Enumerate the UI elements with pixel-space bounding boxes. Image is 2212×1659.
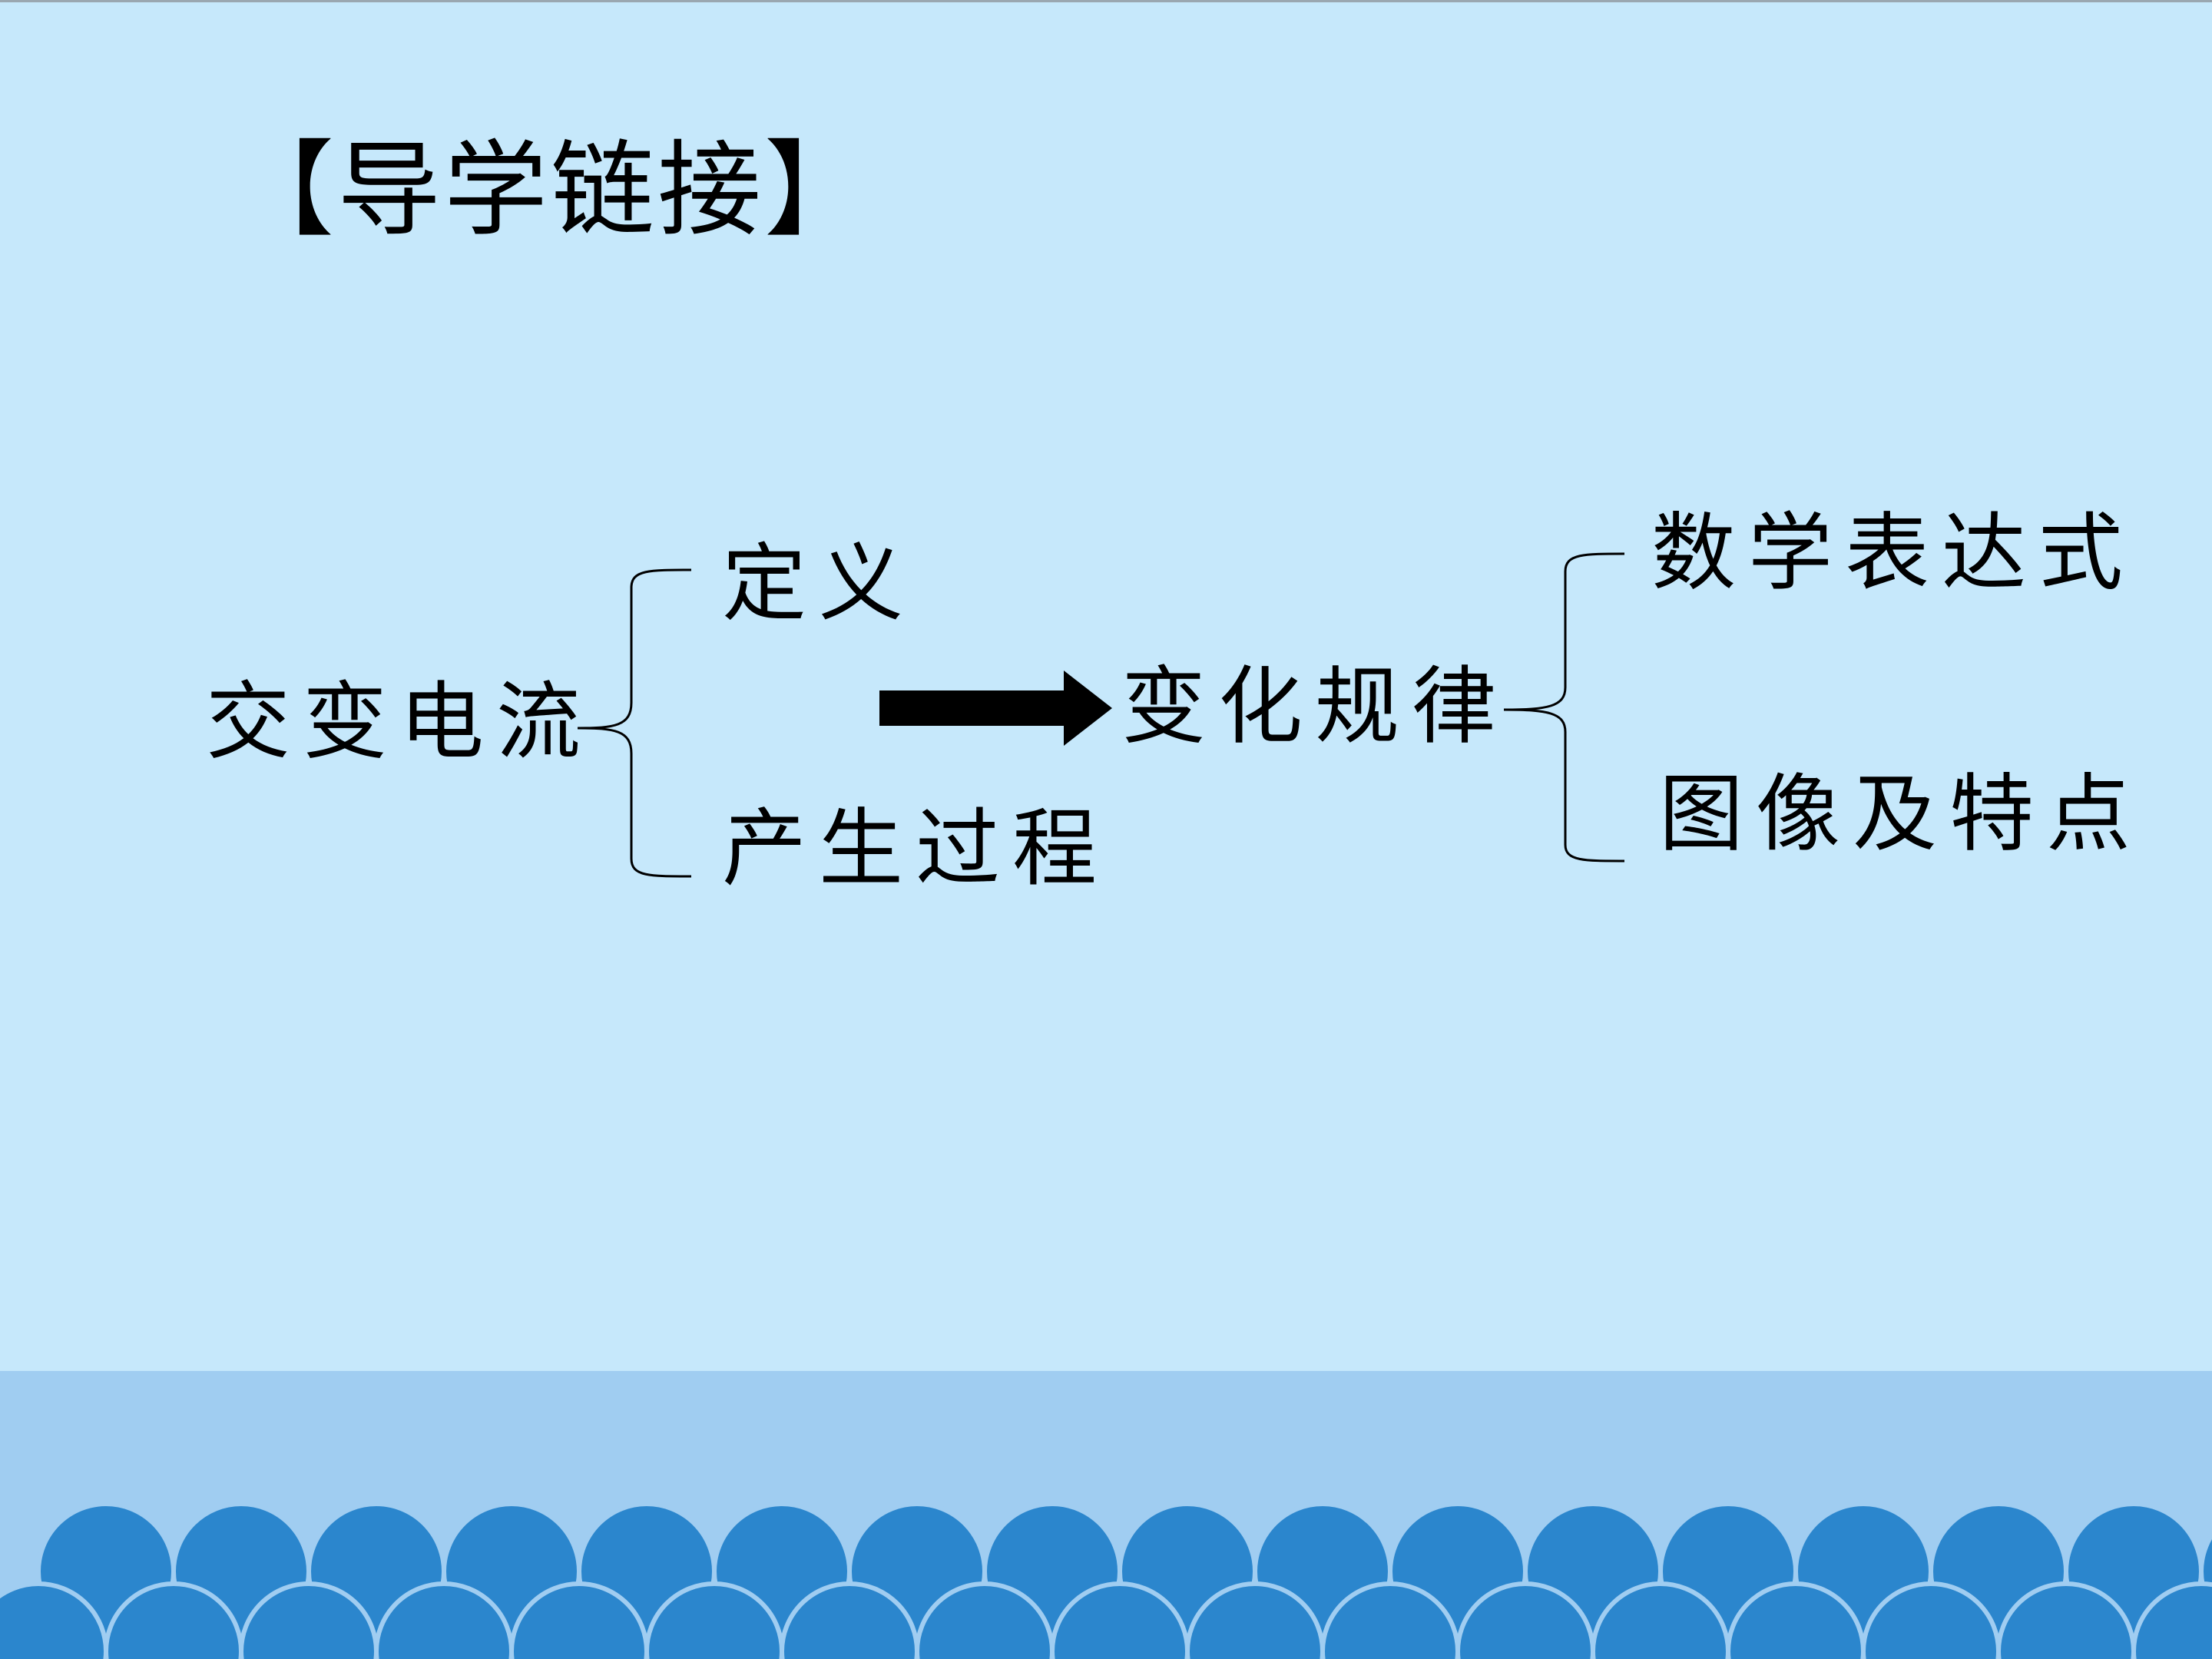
top-divider [0,0,2212,2]
scallop-shape [2131,1581,2212,1659]
right-arrow-icon [879,671,1112,746]
branch-label-process: 产生过程 [722,800,1109,898]
diagram-center-label: 变化规律 [1121,657,1508,756]
right-brace [1503,552,1625,863]
branch-label-graph: 图像及特点 [1659,765,2143,863]
branch-label-expression: 数学表达式 [1651,504,2135,602]
left-brace [577,568,692,878]
diagram-root-label: 交变电流 [206,673,593,771]
slide-title: 【导学链接】 [230,130,871,250]
branch-label-definition: 定义 [722,535,916,633]
